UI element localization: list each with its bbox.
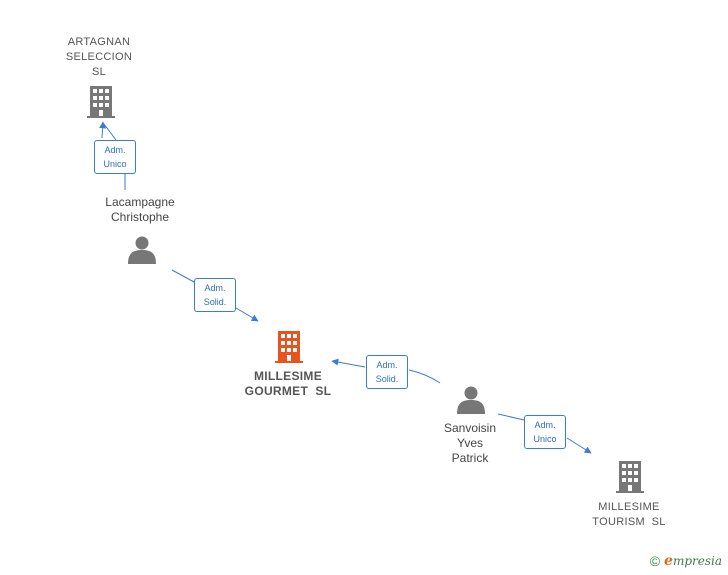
node-lacampagne-label[interactable]: Lacampagne Christophe (105, 195, 175, 224)
brand-logo: empresia (664, 553, 722, 569)
person-icon[interactable] (128, 236, 156, 265)
footer-brand[interactable]: © empresia (650, 553, 722, 569)
building-icon[interactable] (87, 86, 115, 118)
edge-sanvoisin-tourism (497, 413, 591, 453)
relation-box: Adm. Unico (524, 415, 566, 449)
edge-lacampagne-gourmet (171, 269, 258, 321)
relation-box: Adm. Solid. (194, 278, 236, 312)
node-millesime-gourmet-label[interactable]: MILLESIME GOURMET SL (244, 369, 332, 398)
node-millesime-tourism-label[interactable]: MILLESIME TOURISM SL (592, 501, 666, 528)
edge-sanvoisin-gourmet (332, 361, 441, 384)
person-icon[interactable] (457, 386, 485, 415)
node-artagnan-label[interactable]: ARTAGNAN SELECCION SL (65, 36, 133, 78)
node-sanvoisin-label[interactable]: Sanvoisin Yves Patrick (443, 421, 497, 465)
building-icon[interactable] (275, 331, 303, 363)
relation-box: Adm. Solid. (366, 355, 408, 389)
copyright-icon: © (649, 553, 661, 569)
edge-lacampagne-artagnan-top (103, 123, 117, 141)
building-icon[interactable] (616, 461, 644, 493)
relation-box: Adm. Unico (94, 140, 136, 174)
